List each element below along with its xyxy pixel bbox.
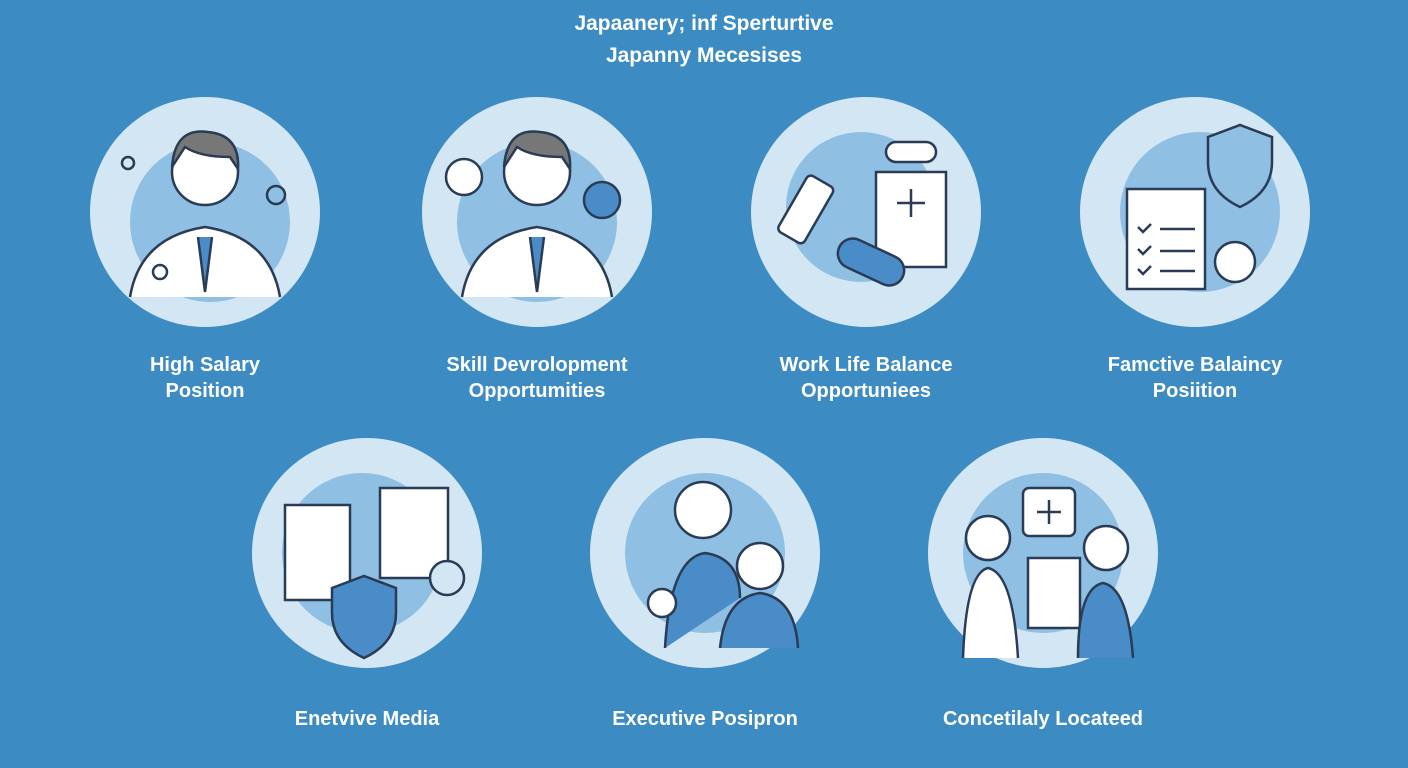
card-label-1: Skill Devrolopment <box>446 354 628 376</box>
card-label-1: Famctive Balaincy <box>1107 354 1283 376</box>
title-line-2: Japanny Mecesises <box>605 44 803 67</box>
card-label-2: Opportuniees <box>800 380 931 402</box>
clipboard-shield-icon <box>1080 97 1310 327</box>
card-label-2: Position <box>165 380 245 402</box>
medicine-icon <box>751 97 981 327</box>
doctor-icon <box>422 97 652 327</box>
card-label-2: Posiition <box>1152 380 1238 402</box>
card-label-1: Work Life Balance <box>779 354 953 376</box>
card-skill-development: Skill Devrolopment Opportumities <box>422 97 652 402</box>
card-label: Executive Posipron <box>612 708 798 730</box>
doctor-icon <box>90 97 320 327</box>
nurse-patient-icon <box>928 438 1158 668</box>
card-high-salary: High Salary Position <box>90 97 320 402</box>
card-famctive-balaincy: Famctive Balaincy Posiition <box>1080 97 1310 402</box>
card-work-life-balance: Work Life Balance Opportuniees <box>751 97 981 402</box>
card-concetilaly-located: Concetilaly Locateed <box>928 438 1158 730</box>
card-enetvive-media: Enetvive Media <box>252 438 482 730</box>
card-label: Enetvive Media <box>294 708 440 730</box>
family-icon <box>590 438 820 668</box>
card-label: Concetilaly Locateed <box>942 708 1144 730</box>
card-label-2: Opportumities <box>468 380 606 402</box>
card-label-1: High Salary <box>149 354 261 376</box>
checklist-shield-icon <box>252 438 482 668</box>
title-line-1: Japaanery; inf Sperturtive <box>574 12 834 35</box>
card-executive-position: Executive Posipron <box>590 438 820 730</box>
